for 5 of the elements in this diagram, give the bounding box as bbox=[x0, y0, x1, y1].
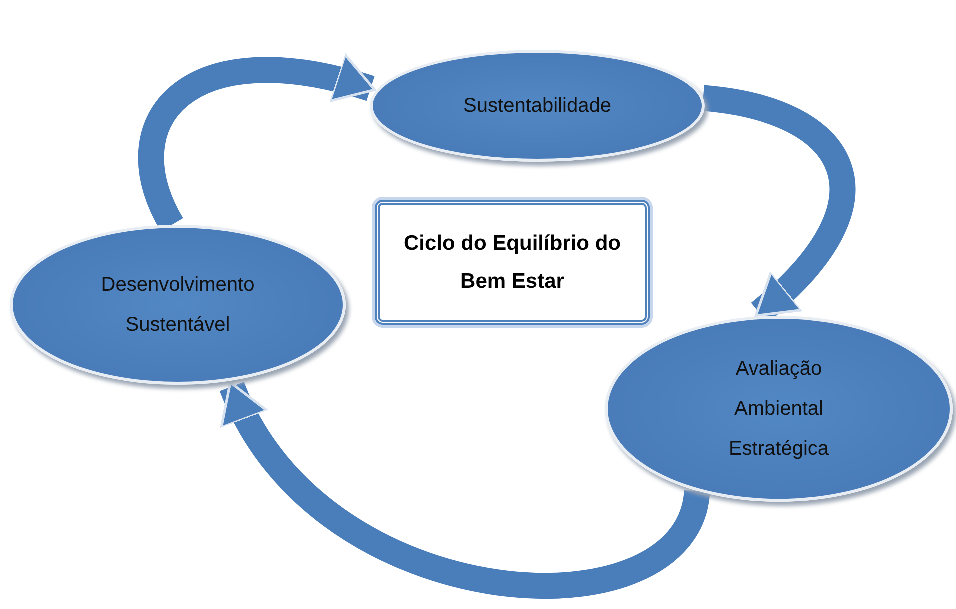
title-box bbox=[375, 200, 650, 325]
node-label: Desenvolvimento Sustentável bbox=[100, 273, 256, 338]
title-text: Ciclo do Equilíbrio do Bem Estar bbox=[403, 230, 622, 294]
node-label: Avaliação Ambiental Estratégica bbox=[728, 357, 830, 462]
node-label: Sustentabilidade bbox=[462, 94, 612, 119]
